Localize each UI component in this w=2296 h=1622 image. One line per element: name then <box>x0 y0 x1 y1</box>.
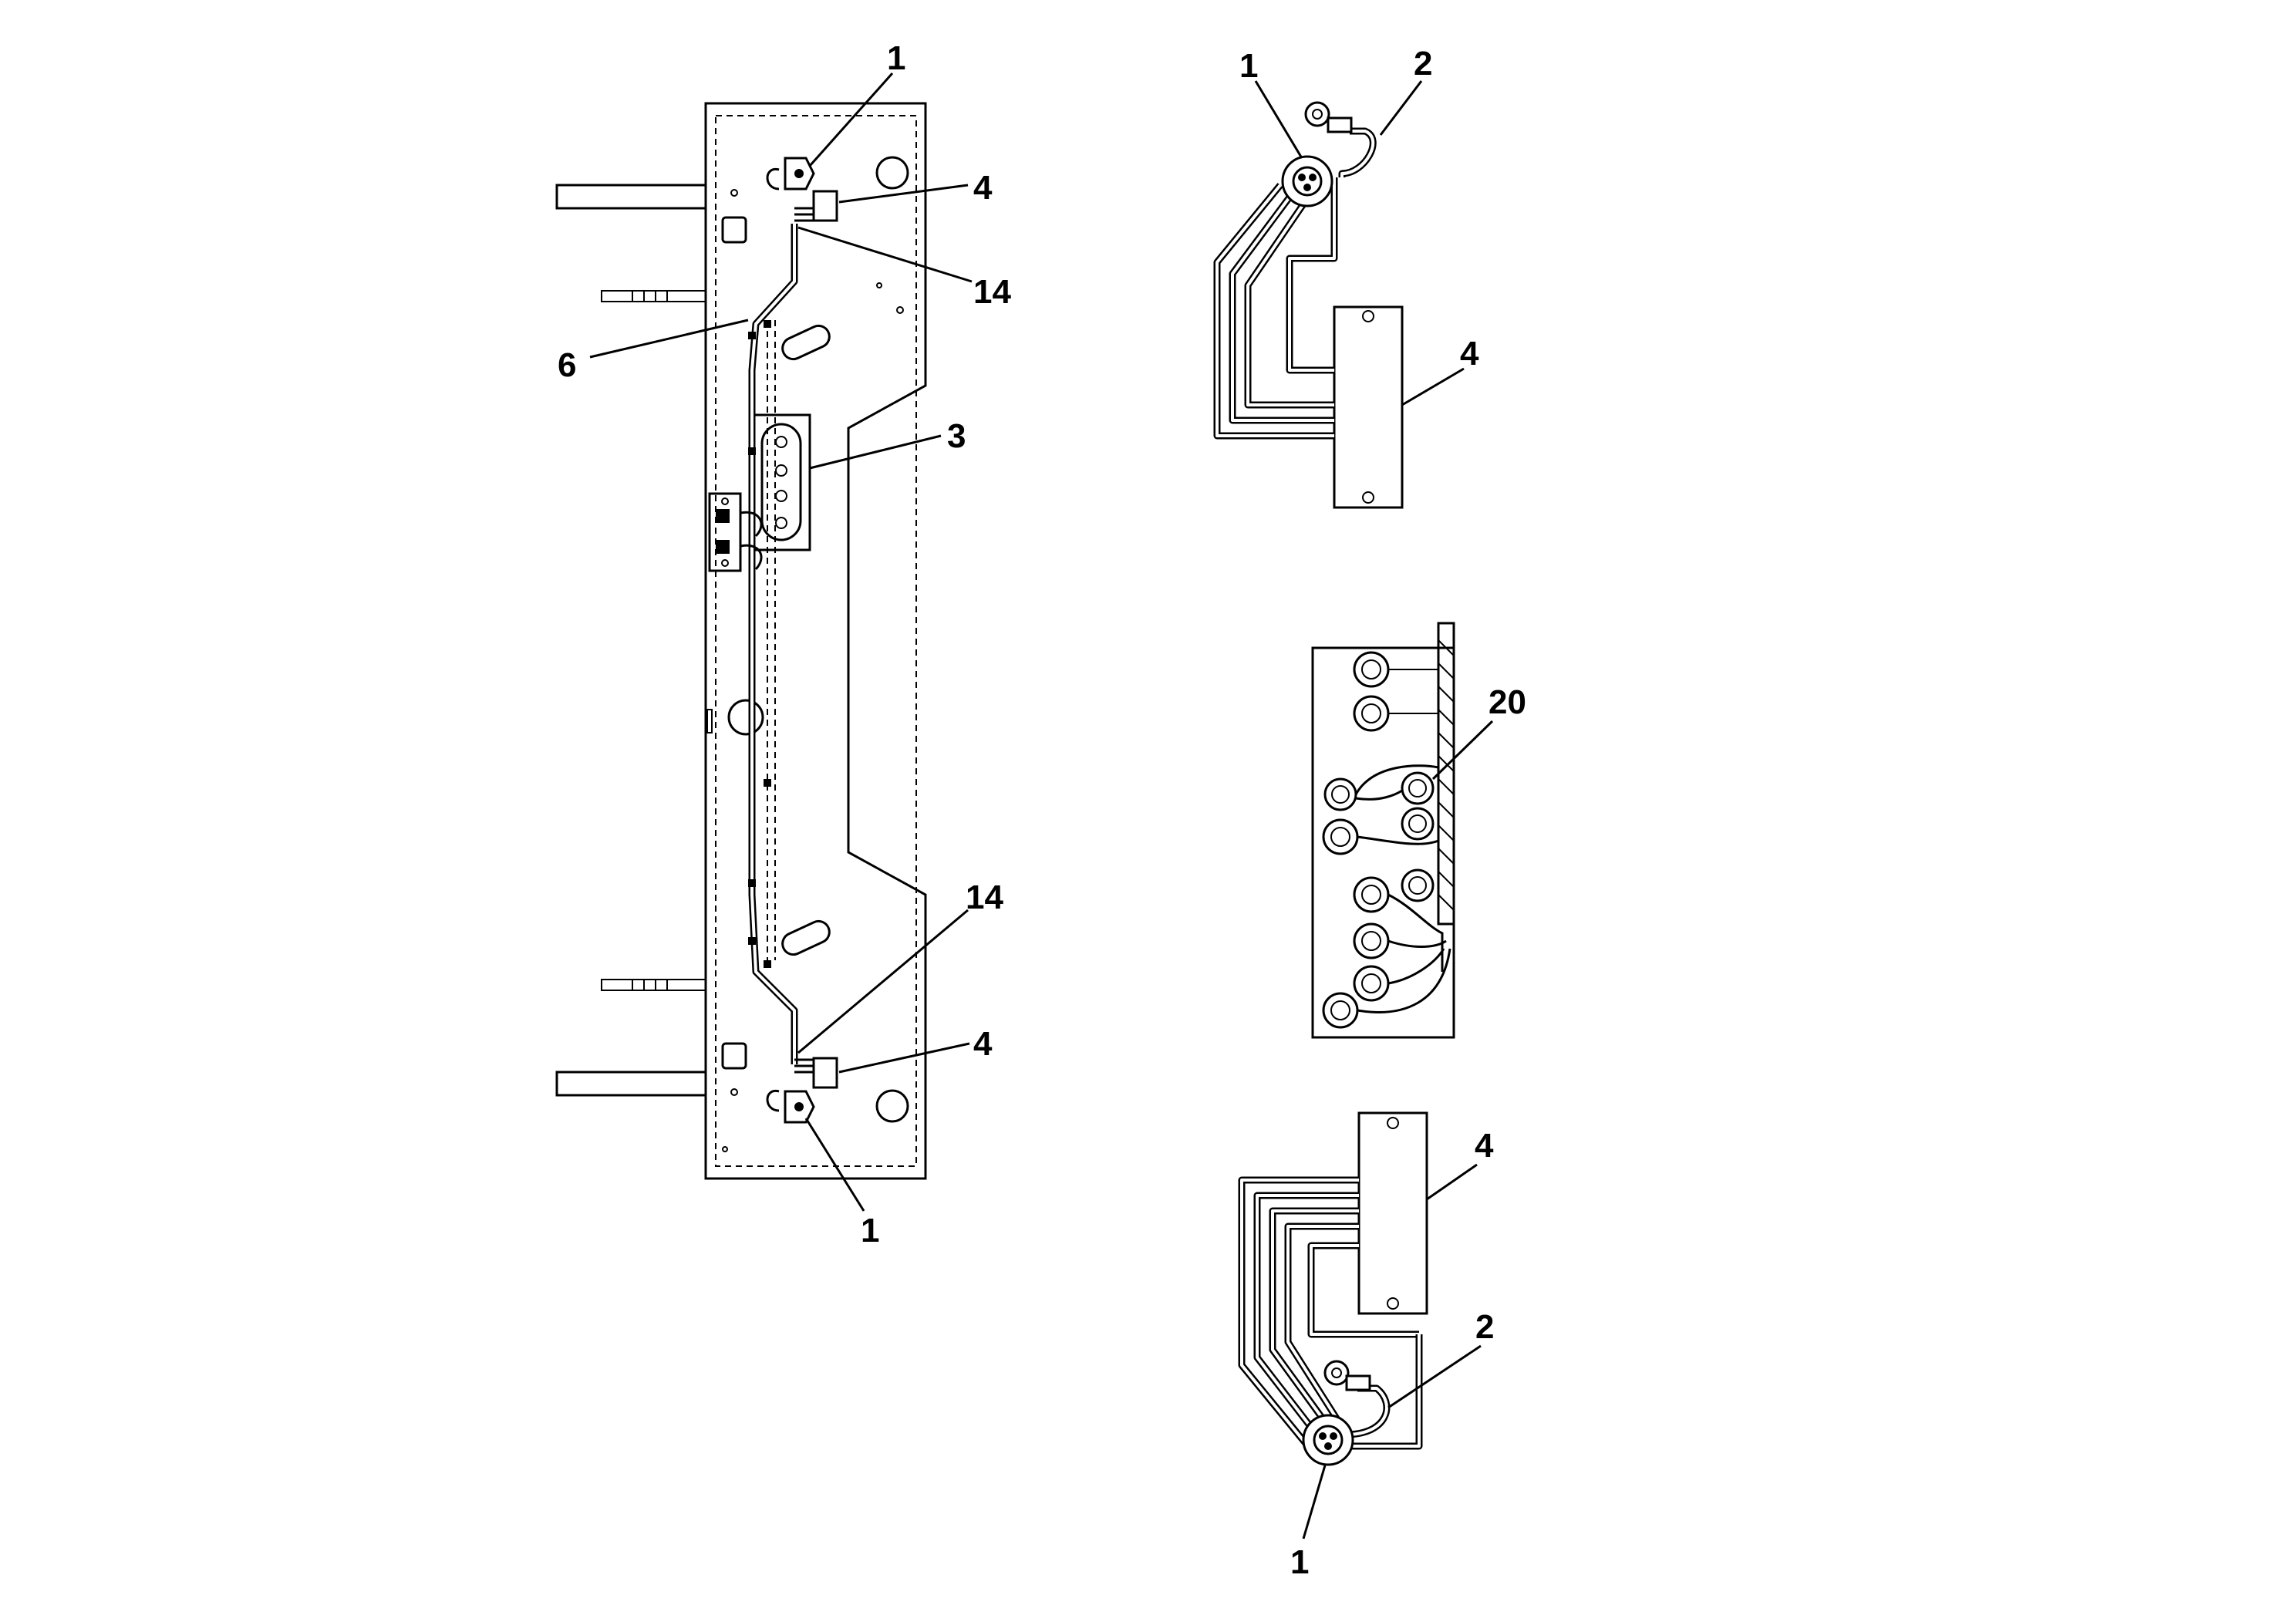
round-connector <box>1322 992 1359 1029</box>
round-connector <box>1401 807 1435 841</box>
plug-top <box>812 190 838 222</box>
harness-clip <box>764 960 771 968</box>
square-cutout-top <box>721 216 747 244</box>
round-connector <box>1401 771 1435 805</box>
connector-bottom <box>766 1090 815 1124</box>
harness-loop <box>740 544 763 571</box>
callout-main-bottom-14: 14 <box>966 878 1003 916</box>
detail-bottom-wires <box>1238 1176 1423 1452</box>
slot-cutout-top <box>781 324 831 361</box>
leader-detail-top-4 <box>1401 367 1465 406</box>
round-connector <box>1353 695 1438 732</box>
callout-detail-top-1: 1 <box>1239 47 1258 85</box>
side-rail-bottom <box>601 979 706 991</box>
leader-main-bottom-4 <box>838 1042 970 1074</box>
leader-main-bottom-14 <box>797 909 969 1054</box>
leader-detail-top-2 <box>1379 80 1423 136</box>
side-rail-top <box>601 290 706 302</box>
leader-main-3 <box>809 434 942 470</box>
callout-main-top-4: 4 <box>973 169 993 207</box>
leader-detail-bottom-1 <box>1302 1465 1327 1539</box>
small-marker <box>706 709 713 733</box>
callout-main-bottom-4: 4 <box>973 1025 993 1063</box>
callout-main-top-1: 1 <box>887 39 905 77</box>
slot-cutout-bottom <box>781 919 831 956</box>
plug-bottom <box>812 1057 838 1089</box>
panel-screw <box>876 282 882 288</box>
round-connector <box>1353 965 1390 1002</box>
round-connector <box>1353 876 1390 913</box>
main-panel-assembly <box>555 73 973 1212</box>
main-panel-inner-border <box>715 115 917 1167</box>
callout-detail-top-2: 2 <box>1414 45 1432 83</box>
callout-main-bottom-1: 1 <box>861 1212 879 1249</box>
leader-main-top-4 <box>838 184 969 204</box>
round-connector <box>1353 922 1390 959</box>
leader-main-top-14 <box>797 226 973 283</box>
junction-bracket <box>708 492 742 572</box>
panel-screw <box>896 306 904 314</box>
square-cutout-bottom <box>721 1042 747 1070</box>
harness-clip <box>748 332 756 339</box>
round-connector <box>1322 818 1359 855</box>
leader-detail-bottom-4 <box>1426 1163 1478 1201</box>
plug-top-leads <box>794 207 814 222</box>
panel-screw <box>730 1088 738 1096</box>
side-bar-top <box>555 184 707 210</box>
detail-mid-wires <box>1354 764 1451 1013</box>
harness-loop <box>740 511 763 538</box>
panel-screw <box>722 1146 728 1152</box>
wiring-harness-main <box>748 224 798 1064</box>
callout-labels: 1 4 14 6 3 14 4 1 1 2 4 20 4 2 1 <box>558 39 1526 1581</box>
harness-clip <box>748 879 756 887</box>
harness-clip <box>748 937 756 945</box>
panel-screw <box>730 189 738 197</box>
round-connector <box>1401 868 1435 902</box>
callout-main-top-14: 14 <box>973 273 1011 311</box>
leader-detail-top-1 <box>1254 80 1303 159</box>
panel-hole-top <box>875 156 909 190</box>
harness-clip <box>748 447 756 455</box>
leader-main-top-1 <box>808 73 894 167</box>
callout-main-6: 6 <box>558 346 576 384</box>
callout-main-3: 3 <box>947 417 966 455</box>
harness-clip <box>764 320 771 328</box>
detail-bottom-ring-terminal <box>1323 1360 1371 1391</box>
detail-top-assembly <box>1213 80 1465 509</box>
detail-bottom-plug <box>1357 1111 1428 1315</box>
leader-detail-bottom-2 <box>1387 1344 1482 1409</box>
plug-bottom-leads <box>794 1058 814 1074</box>
leader-main-6 <box>589 319 749 359</box>
center-ring <box>727 699 764 736</box>
round-connector <box>1323 777 1357 811</box>
panel-hole-bottom <box>875 1089 909 1123</box>
callout-detail-mid-20: 20 <box>1489 683 1526 721</box>
side-bar-bottom <box>555 1071 707 1097</box>
connector-top <box>766 157 815 191</box>
detail-top-ring-terminal <box>1304 101 1353 133</box>
detail-bottom-assembly <box>1238 1111 1482 1539</box>
detail-middle-assembly <box>1311 622 1494 1039</box>
detail-top-wires <box>1213 127 1377 440</box>
callout-detail-top-4: 4 <box>1460 335 1479 373</box>
callout-detail-bottom-4: 4 <box>1475 1127 1494 1165</box>
main-panel-outline <box>704 102 927 1180</box>
callout-detail-bottom-2: 2 <box>1475 1308 1494 1346</box>
detail-mid-connectors <box>1322 651 1438 1029</box>
leader-main-bottom-1 <box>804 1118 865 1212</box>
leader-detail-mid-20 <box>1431 720 1494 781</box>
round-connector <box>1353 651 1438 688</box>
harness-clip <box>764 779 771 787</box>
detail-top-plug <box>1333 305 1404 509</box>
callout-detail-bottom-1: 1 <box>1290 1543 1309 1581</box>
